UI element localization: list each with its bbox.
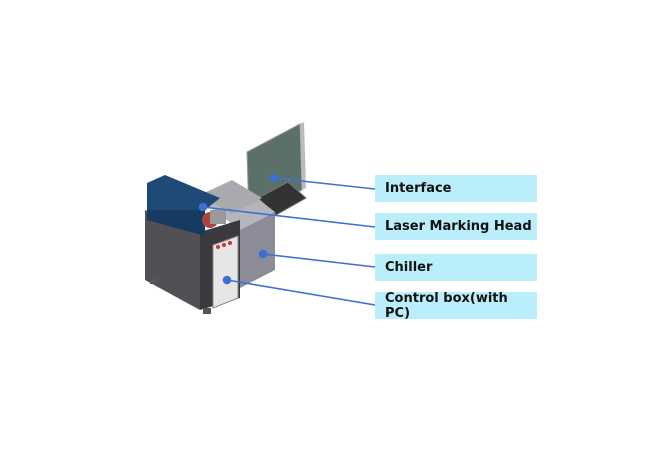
leader-line-control-box <box>226 279 376 306</box>
pointer-dot-laser-head <box>198 202 208 212</box>
label-control-box: Control box(with PC) <box>375 291 537 321</box>
chiller <box>240 212 275 288</box>
leader-line-interface <box>273 177 376 190</box>
label-interface: Interface <box>375 175 537 202</box>
pointer-dot-control-box <box>222 275 232 285</box>
marking-head <box>147 175 220 210</box>
pointer-dot-interface <box>269 173 279 183</box>
leader-line-chiller <box>262 253 376 268</box>
label-chiller: Chiller <box>375 254 537 281</box>
leader-line-laser-head <box>202 206 376 228</box>
label-laser-marking-head: Laser Marking Head <box>375 213 537 240</box>
pointer-dot-chiller <box>258 249 268 259</box>
control-box <box>212 235 239 309</box>
cabinet <box>145 210 200 310</box>
